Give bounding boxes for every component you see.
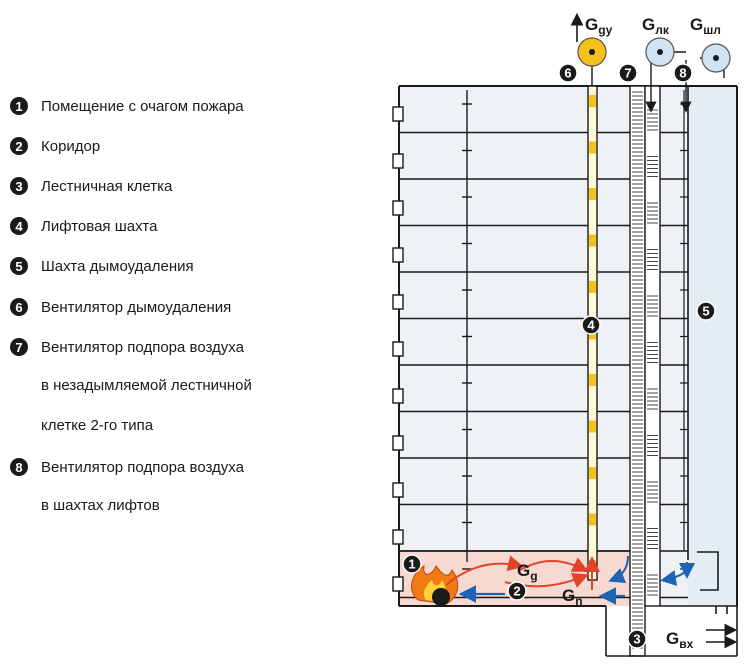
legend-item-4: 4 Лифтовая шахта <box>10 216 157 236</box>
legend-item-5: 5 Шахта дымоудаления <box>10 256 194 276</box>
elevator-door <box>589 234 596 247</box>
flow-label-subscript: вх <box>679 637 693 651</box>
window <box>392 247 404 263</box>
legend-label: Вентилятор подпора воздуха <box>41 338 244 356</box>
marker-number: 5 <box>702 304 709 319</box>
elevator-door <box>589 281 596 293</box>
legend-number-badge: 2 <box>10 137 28 155</box>
elevator-door <box>589 188 596 200</box>
elevator-door <box>589 141 596 154</box>
flow-label-main: G <box>642 15 655 34</box>
air-loop <box>697 551 719 591</box>
legend-number-badge: 3 <box>10 177 28 195</box>
legend-item-3: 3 Лестничная клетка <box>10 176 172 196</box>
window <box>392 576 404 592</box>
flow-label: Gg <box>517 561 538 583</box>
marker-badge <box>618 63 638 83</box>
window <box>392 435 404 451</box>
window <box>392 482 404 498</box>
marker-number: 8 <box>679 66 686 81</box>
legend-label: Лифтовая шахта <box>41 217 158 235</box>
flow-label-subscript: шл <box>703 23 721 37</box>
smoke-shaft-area <box>688 86 737 606</box>
window <box>392 341 404 357</box>
flow-label-subscript: n <box>575 594 582 608</box>
elevator-door <box>589 374 596 386</box>
flow-label-subscript: лк <box>655 23 670 37</box>
legend-label: Шахта дымоудаления <box>41 257 194 275</box>
window <box>392 200 404 216</box>
building-body <box>399 86 737 606</box>
flow-label-subscript: gy <box>598 23 612 37</box>
legend-label-continued: клетке 2-го типа <box>41 417 154 434</box>
smoke-flow-arrow <box>445 555 524 586</box>
legend-number-badge: 8 <box>10 458 28 476</box>
marker-number: 4 <box>587 318 595 333</box>
legend-number-badge: 6 <box>10 298 28 316</box>
flow-label: Gшл <box>690 15 721 37</box>
legend-item-7: 7 Вентилятор подпора воздуха <box>10 337 244 357</box>
fire-core <box>432 588 450 606</box>
marker-number: 6 <box>564 66 571 81</box>
stairwell-left <box>629 85 646 657</box>
legend-label: Коридор <box>41 137 101 155</box>
flow-label: Ggy <box>585 15 613 37</box>
marker-badge <box>402 554 422 574</box>
flow-label-main: G <box>562 586 575 605</box>
legend-item-2: 2 Коридор <box>10 136 100 156</box>
legend-label: Лестничная клетка <box>41 177 173 195</box>
fan-hub <box>589 49 595 55</box>
flow-label: Gn <box>562 586 583 608</box>
legend-item-1: 1 Помещение с очагом пожара <box>10 96 244 116</box>
marker-number: 2 <box>513 584 520 599</box>
elevator-door <box>589 467 596 479</box>
flow-label-subscript: g <box>530 569 537 583</box>
marker-badge <box>507 581 527 601</box>
legend-number-badge: 5 <box>10 257 28 275</box>
legend-number-badge: 4 <box>10 217 28 235</box>
elevator-door <box>589 95 596 107</box>
legend-item-8: 8 Вентилятор подпора воздуха <box>10 457 244 477</box>
window <box>392 529 404 545</box>
flow-label: Gвх <box>666 629 694 651</box>
flow-label-main: G <box>585 15 598 34</box>
air-flow-arrow <box>608 555 629 583</box>
window <box>392 153 404 169</box>
marker-badge <box>627 629 647 649</box>
legend-label: Вентилятор дымоудаления <box>41 298 232 316</box>
flow-label: Gлк <box>642 15 670 37</box>
marker-badge <box>558 63 578 83</box>
legend-number-badge: 1 <box>10 97 28 115</box>
smoke-flow-arrow <box>519 557 589 572</box>
marker-number: 1 <box>408 557 415 572</box>
legend-label-continued: в незадымляемой лестничной <box>41 377 252 394</box>
flow-label-main: G <box>517 561 530 580</box>
legend-label: Помещение с очагом пожара <box>41 97 244 115</box>
fan-hub <box>713 55 719 61</box>
legend-label: Вентилятор подпора воздуха <box>41 458 244 476</box>
elevator-door <box>589 513 596 526</box>
window <box>392 294 404 310</box>
window <box>392 106 404 122</box>
legend-item-6: 6 Вентилятор дымоудаления <box>10 297 231 317</box>
flow-label-main: G <box>666 629 679 648</box>
elevator-door <box>589 420 596 433</box>
fan-hub <box>657 49 663 55</box>
marker-number: 7 <box>624 66 631 81</box>
window <box>392 388 404 404</box>
stairwell-right <box>644 85 661 607</box>
marker-number: 3 <box>633 632 640 647</box>
legend-label-continued: в шахтах лифтов <box>41 497 160 514</box>
building-section <box>392 51 738 657</box>
marker-badge <box>673 63 693 83</box>
flow-label-main: G <box>690 15 703 34</box>
legend-number-badge: 7 <box>10 338 28 356</box>
marker-badge <box>696 301 716 321</box>
marker-badge <box>581 315 601 335</box>
